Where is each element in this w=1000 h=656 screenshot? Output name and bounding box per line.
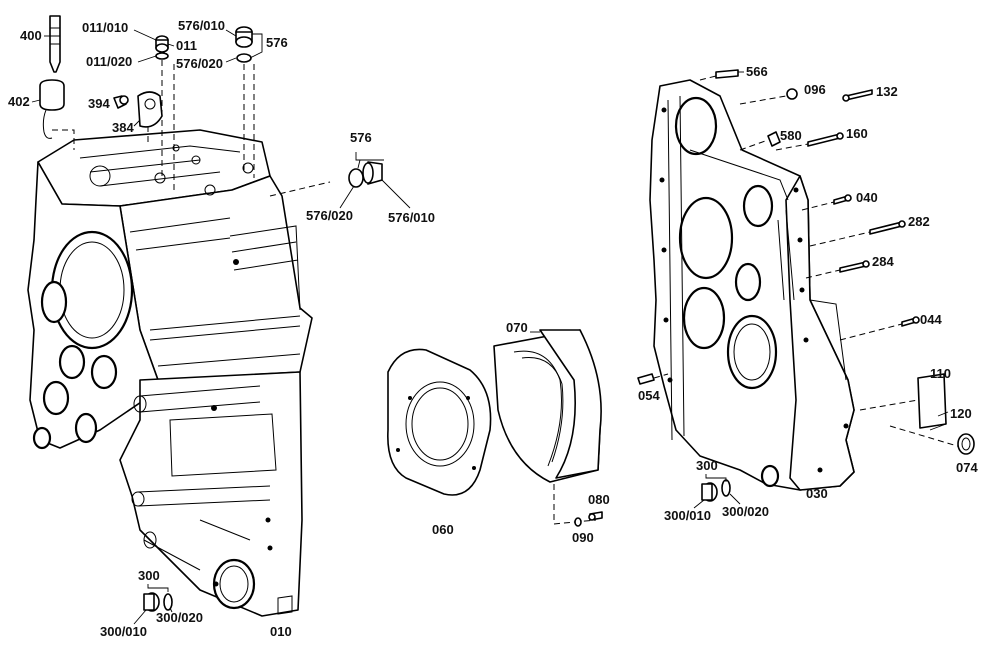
label-160: 160 bbox=[846, 126, 868, 141]
pressure-switch-400 bbox=[49, 15, 61, 73]
bolt-132 bbox=[842, 89, 873, 102]
label-576-010-mid: 576/010 bbox=[388, 210, 435, 225]
label-282: 282 bbox=[908, 214, 930, 229]
label-132: 132 bbox=[876, 84, 898, 99]
label-576-020-mid: 576/020 bbox=[306, 208, 353, 223]
label-394: 394 bbox=[88, 96, 110, 111]
plug-580 bbox=[739, 131, 781, 151]
label-090: 090 bbox=[572, 530, 594, 545]
bolt-284 bbox=[805, 260, 870, 279]
bolt-282 bbox=[809, 220, 906, 247]
label-054: 054 bbox=[638, 388, 660, 403]
main-housing-010 bbox=[27, 129, 313, 617]
label-060: 060 bbox=[432, 522, 454, 537]
label-300-020-right: 300/020 bbox=[722, 504, 769, 519]
cover-plate-060 bbox=[387, 348, 492, 496]
label-576-010-top: 576/010 bbox=[178, 18, 225, 33]
label-576-mid: 576 bbox=[350, 130, 372, 145]
label-070: 070 bbox=[506, 320, 528, 335]
oil-pan-ring-070 bbox=[493, 329, 602, 525]
label-300-right: 300 bbox=[696, 458, 718, 473]
bolt-044 bbox=[839, 316, 920, 341]
screw-080 bbox=[588, 511, 603, 521]
plug-300-right bbox=[701, 479, 731, 502]
fitting-394 bbox=[113, 95, 129, 109]
plug-074 bbox=[957, 433, 975, 455]
label-400: 400 bbox=[20, 28, 42, 43]
label-074: 074 bbox=[956, 460, 978, 475]
label-096: 096 bbox=[804, 82, 826, 97]
screw-plug-576-mid bbox=[269, 161, 383, 197]
dowel-pin-566 bbox=[699, 69, 739, 81]
label-110: 110 bbox=[930, 366, 951, 381]
label-011-010: 011/010 bbox=[82, 20, 128, 35]
label-300-010-right: 300/010 bbox=[664, 508, 711, 523]
housing-030 bbox=[649, 79, 855, 491]
label-120: 120 bbox=[950, 406, 972, 421]
bolt-040 bbox=[801, 194, 852, 211]
label-011-020: 011/020 bbox=[86, 54, 132, 69]
label-300-010-left: 300/010 bbox=[100, 624, 147, 639]
label-402: 402 bbox=[8, 94, 30, 109]
label-010: 010 bbox=[270, 624, 292, 639]
label-030: 030 bbox=[806, 486, 828, 501]
label-576-020-top: 576/020 bbox=[176, 56, 223, 71]
cover-plate-110 bbox=[859, 373, 947, 429]
bolt-160 bbox=[775, 132, 844, 151]
label-044: 044 bbox=[920, 312, 942, 327]
label-580: 580 bbox=[780, 128, 802, 143]
gasket-120 bbox=[889, 423, 965, 449]
plug-300-left bbox=[143, 592, 173, 612]
nut-096 bbox=[739, 88, 798, 105]
label-300-020-left: 300/020 bbox=[156, 610, 203, 625]
label-040: 040 bbox=[856, 190, 878, 205]
label-576-top: 576 bbox=[266, 35, 288, 50]
label-284: 284 bbox=[872, 254, 894, 269]
connector-plug-402 bbox=[39, 79, 75, 150]
pin-054 bbox=[637, 373, 669, 385]
label-080: 080 bbox=[588, 492, 610, 507]
label-300-left: 300 bbox=[138, 568, 160, 583]
part-labels: 400 402 011/010 011 011/020 394 384 576/… bbox=[8, 18, 978, 639]
label-566: 566 bbox=[746, 64, 768, 79]
screw-plug-011 bbox=[155, 35, 169, 180]
washer-090 bbox=[574, 517, 582, 527]
label-011: 011 bbox=[176, 38, 197, 53]
label-384: 384 bbox=[112, 120, 134, 135]
